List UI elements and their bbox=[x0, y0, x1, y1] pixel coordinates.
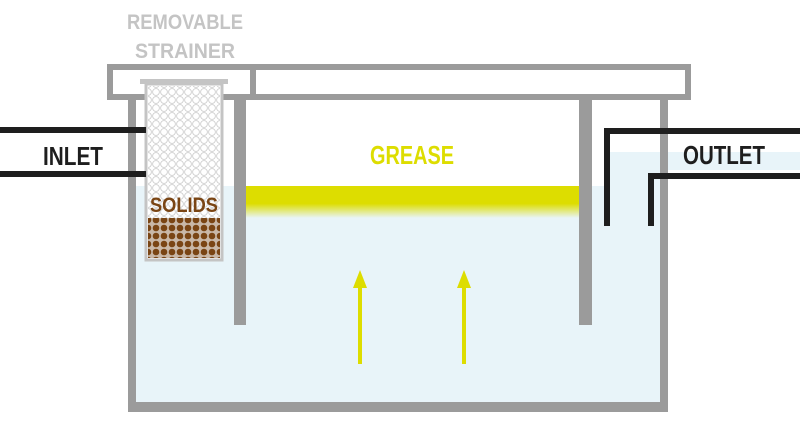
outlet-pipe bbox=[604, 128, 800, 226]
inlet-pipe bbox=[0, 127, 146, 177]
tank-lid bbox=[107, 64, 691, 100]
grease-label: GREASE bbox=[370, 140, 454, 170]
grease-layer bbox=[246, 186, 580, 218]
strainer-label-line2: STRAINER bbox=[135, 40, 235, 63]
inlet-label: INLET bbox=[43, 141, 103, 171]
removable-strainer[interactable]: SOLIDS bbox=[140, 79, 228, 262]
inlet-baffle bbox=[234, 97, 246, 325]
strainer-label-line1: REMOVABLE bbox=[127, 11, 243, 34]
rising-arrow-icon bbox=[457, 270, 471, 364]
outlet-baffle bbox=[579, 97, 592, 325]
solids-label: SOLIDS bbox=[150, 194, 218, 217]
rising-arrow-icon bbox=[353, 270, 367, 364]
solids-layer bbox=[148, 218, 220, 258]
outlet-label: OUTLET bbox=[683, 140, 765, 170]
tank-walls bbox=[128, 96, 668, 412]
